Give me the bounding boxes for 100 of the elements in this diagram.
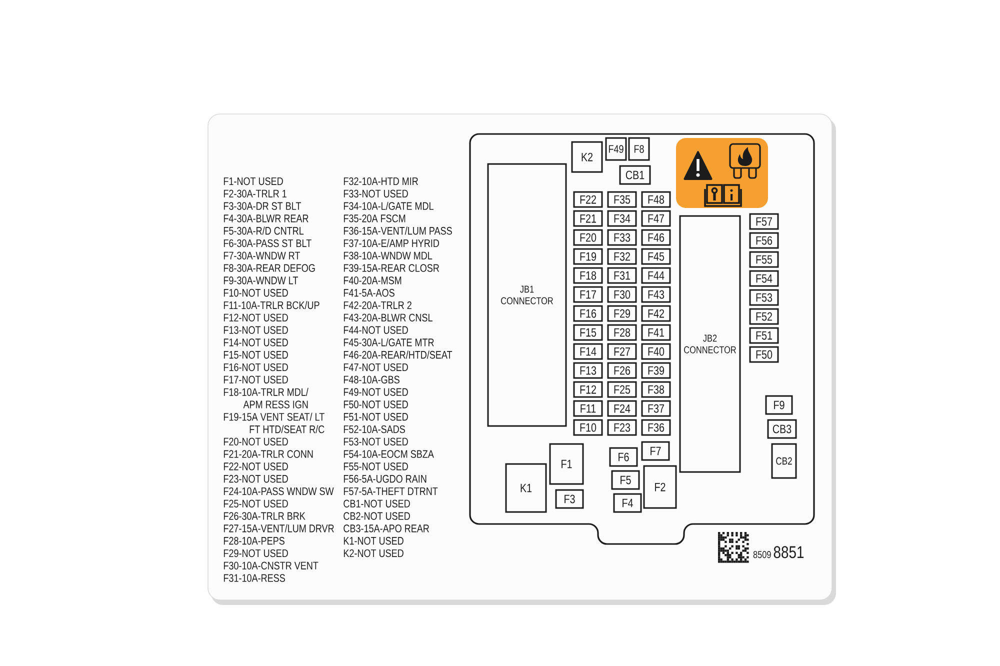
fuse-slot: F10 (573, 419, 603, 436)
fuse-slot: F8 (628, 137, 650, 161)
fuse-list-entry: F46-20A-REAR/HTD/SEAT (344, 350, 452, 359)
fuse-slot: F50 (749, 346, 779, 363)
fuse-list-entry: F7-30A-WNDW RT (224, 252, 300, 260)
fuse-list-entry: F25-NOT USED (224, 500, 288, 508)
fuse-slot: F17 (573, 286, 603, 303)
fuse-slot: F20 (573, 229, 603, 246)
fuse-list-entry: F23-NOT USED (224, 474, 288, 483)
fuse-slot: F1 (549, 443, 584, 485)
fuse-slot: F22 (573, 191, 603, 208)
fuse-slot: F9 (765, 395, 793, 415)
fuse-slot: F40 (641, 343, 671, 360)
fuse-slot: F15 (573, 324, 603, 341)
fuse-slot: F19 (573, 248, 603, 265)
fuse-slot: F51 (749, 327, 779, 344)
fuse-list-entry: F33-NOT USED (344, 190, 408, 198)
fuse-list-entry: F13-NOT USED (224, 326, 288, 334)
fuse-list-entry: F45-30A-L/GATE MTR (344, 338, 434, 346)
fuse-list-entry: F53-NOT USED (344, 438, 408, 446)
connector-block: JB1 CONNECTOR (487, 163, 567, 427)
fuse-list-entry: F27-15A-VENT/LUM DRVR (224, 524, 334, 532)
fuse-list-entry: F2-30A-TRLR 1 (224, 190, 286, 198)
fuse-slot: F44 (641, 267, 671, 284)
fuse-slot: F12 (573, 381, 603, 398)
fuse-slot: F5 (611, 470, 640, 490)
fuse-slot: F56 (749, 232, 779, 249)
fuse-slot: F26 (607, 362, 637, 379)
fuse-list-entry: F39-15A-REAR CLOSR (344, 264, 440, 272)
fuse-list-entry: F42-20A-TRLR 2 (344, 301, 412, 310)
fuse-list-entry: F24-10A-PASS WNDW SW (224, 487, 334, 496)
fuse-list-entry: K1-NOT USED (344, 536, 404, 545)
fuse-list-entry: F29-NOT USED (224, 549, 288, 558)
fuse-list-entry: F20-NOT USED (224, 438, 288, 446)
part-number: 8509 (753, 551, 771, 558)
fuse-list-entry: F56-5A-UGDO RAIN (344, 474, 426, 483)
fuse-slot: F31 (607, 267, 637, 284)
fuse-slot: F23 (607, 419, 637, 436)
fuse-list-entry: F17-NOT USED (224, 376, 288, 384)
fuse-list-entry: F6-30A-PASS ST BLT (224, 239, 312, 248)
fuse-slot: F39 (641, 362, 671, 379)
fuse-list-entry: F10-NOT USED (224, 288, 288, 297)
fuse-slot: F14 (573, 343, 603, 360)
fuse-list-entry: F5-30A-R/D CNTRL (224, 226, 304, 235)
fuse-list-entry: F43-20A-BLWR CNSL (344, 314, 432, 322)
fuse-slot: F18 (573, 267, 603, 284)
fuse-list-entry: F37-10A-E/AMP HYRID (344, 239, 439, 248)
connector-block: JB2 CONNECTOR (679, 215, 741, 473)
fuse-list-entry: F11-10A-TRLR BCK/UP (224, 301, 320, 310)
fuse-list-entry: F54-10A-EOCM SBZA (344, 450, 434, 458)
fuse-list-entry: CB3-15A-APO REAR (344, 524, 430, 532)
fuse-list-entry: F1-NOT USED (224, 177, 283, 186)
part-number: 8851 (774, 546, 804, 558)
fuse-list-entry: F21-20A-TRLR CONN (224, 450, 313, 458)
fuse-list-entry: K2-NOT USED (344, 549, 404, 558)
fuse-slot: F55 (749, 251, 779, 268)
fuse-slot: F32 (607, 248, 637, 265)
relay-slot: K2 (571, 141, 603, 173)
fuse-slot: F46 (641, 229, 671, 246)
fuse-slot: F52 (749, 308, 779, 325)
fuse-list-entry: F18-10A-TRLR MDL/ APM RESS IGN (224, 388, 308, 408)
fuse-list-entry: F44-NOT USED (344, 326, 408, 334)
fuse-slot: F37 (641, 400, 671, 417)
fuse-list-entry: F38-10A-WNDW MDL (344, 252, 432, 260)
fuse-slot: F54 (749, 270, 779, 287)
fuse-list-entry: F32-10A-HTD MIR (344, 177, 418, 186)
fuse-slot: F34 (607, 210, 637, 227)
fuse-list-entry: F26-30A-TRLR BRK (224, 512, 306, 520)
fuse-slot: F29 (607, 305, 637, 322)
fuse-slot: F41 (641, 324, 671, 341)
fuse-slot: F6 (609, 447, 638, 467)
fuse-list-entry: F19-15A VENT SEAT/ LT FT HTD/SEAT R/C (224, 412, 324, 434)
fuse-list-entry: F49-NOT USED (344, 388, 408, 396)
fuse-slot: F16 (573, 305, 603, 322)
fuse-slot: F36 (641, 419, 671, 436)
fuse-list-entry: F51-NOT USED (344, 412, 408, 421)
fuse-slot: F45 (641, 248, 671, 265)
fuse-list-entry: F14-NOT USED (224, 338, 288, 346)
fuse-list-entry: F15-NOT USED (224, 350, 288, 359)
fuse-list-entry: F9-30A-WNDW LT (224, 276, 298, 284)
fuse-list-entry: F31-10A-RESS (224, 574, 285, 582)
fuse-list-entry: F57-5A-THEFT DTRNT (344, 487, 438, 496)
breaker-slot: CB3 (767, 419, 797, 439)
breaker-slot: CB1 (619, 165, 651, 185)
fuse-slot: F42 (641, 305, 671, 322)
fuse-list-entry: F36-15A-VENT/LUM PASS (344, 226, 452, 235)
fuse-slot: F30 (607, 286, 637, 303)
fuse-list-entry: F3-30A-DR ST BLT (224, 202, 302, 210)
fuse-slot: F7 (641, 441, 670, 461)
fuse-panel-outline (469, 133, 815, 545)
fuse-slot: F21 (573, 210, 603, 227)
fuse-list-entry: F28-10A-PEPS (224, 536, 284, 545)
fuse-slot: F49 (605, 137, 627, 161)
fuse-list-entry: CB1-NOT USED (344, 500, 410, 508)
fuse-slot: F28 (607, 324, 637, 341)
fuse-list-entry: F50-NOT USED (344, 400, 408, 408)
breaker-slot: CB2 (771, 443, 797, 479)
fuse-list-entry: F22-NOT USED (224, 462, 288, 470)
fuse-list-entry: CB2-NOT USED (344, 512, 410, 520)
fuse-list-entry: F34-10A-L/GATE MDL (344, 202, 434, 210)
